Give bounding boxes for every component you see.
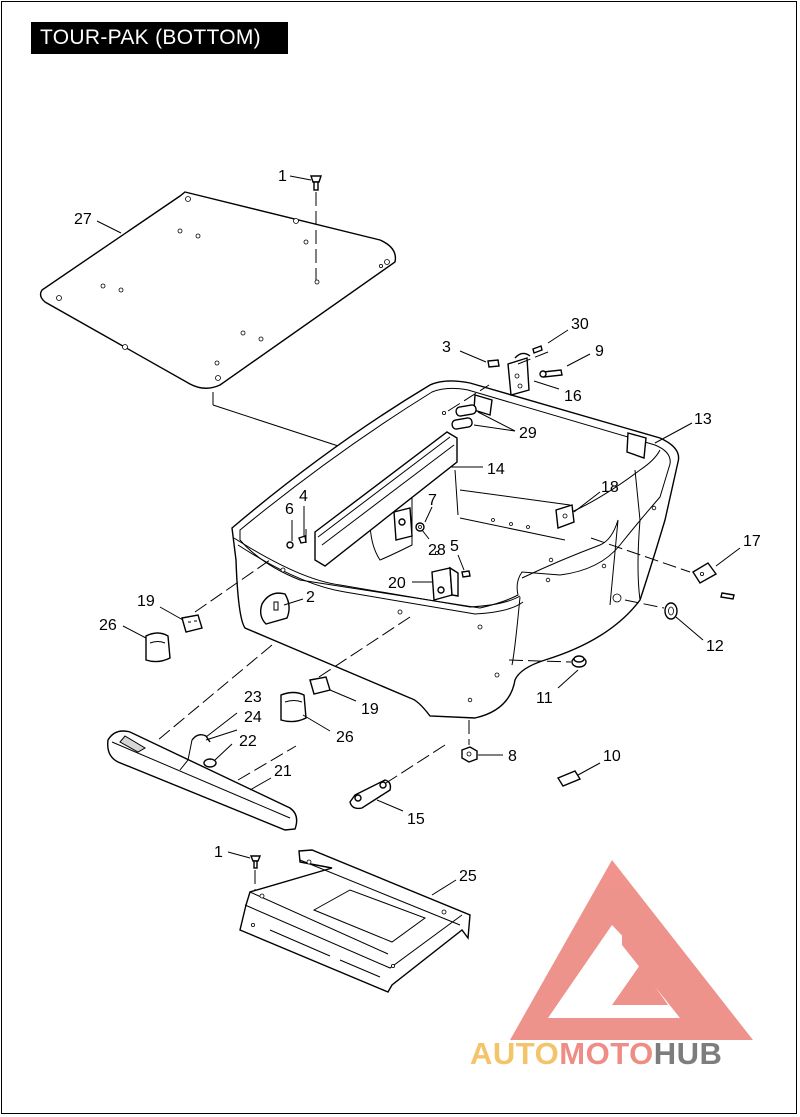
part-14-strip xyxy=(314,431,458,567)
part-25-mount-bracket xyxy=(239,849,471,993)
part-16-hinge xyxy=(487,345,563,396)
assembly-lines xyxy=(157,351,691,784)
watermark-logo xyxy=(510,860,753,1040)
diagram-title: TOUR-PAK (BOTTOM) xyxy=(31,22,288,54)
watermark-hub: HUB xyxy=(653,1036,723,1071)
part-17-bracket xyxy=(692,562,735,600)
part-8-nut xyxy=(461,746,478,763)
callout-13: 13 xyxy=(694,411,712,428)
part-10-clip xyxy=(556,770,582,787)
callout-labels: 1 27 30 3 9 16 29 13 14 6 4 7 28 18 5 20… xyxy=(74,168,761,885)
part-26-latch-cover-lower xyxy=(280,691,307,723)
callout-16: 16 xyxy=(564,388,582,405)
part-15-rail xyxy=(349,779,392,810)
callout-5: 5 xyxy=(450,538,459,555)
callout-1-top: 1 xyxy=(278,168,287,185)
callout-18: 18 xyxy=(601,479,619,496)
callout-24: 24 xyxy=(244,709,262,726)
callout-30: 30 xyxy=(571,316,589,333)
callout-1-bottom: 1 xyxy=(214,844,223,861)
callout-15: 15 xyxy=(407,811,425,828)
part-29-shims xyxy=(451,404,477,430)
callout-11: 11 xyxy=(536,690,553,707)
watermark-moto: MOTO xyxy=(559,1036,654,1071)
part-27-base-plate xyxy=(39,191,397,389)
callout-6: 6 xyxy=(285,501,294,518)
callout-26-upper: 26 xyxy=(99,617,117,634)
part-13-tour-pak-case xyxy=(231,380,680,719)
callout-25: 25 xyxy=(459,868,477,885)
callout-14: 14 xyxy=(487,461,505,478)
callout-17: 17 xyxy=(743,533,761,550)
callout-2: 2 xyxy=(306,589,315,606)
callout-8: 8 xyxy=(508,748,517,765)
part-12-grommet xyxy=(664,602,678,620)
watermark-text: AUTOMOTOHUB xyxy=(470,1036,722,1072)
callout-3: 3 xyxy=(442,339,451,356)
callout-4: 4 xyxy=(299,488,308,505)
callout-10: 10 xyxy=(603,748,621,765)
callout-22: 22 xyxy=(239,733,257,750)
callout-27: 27 xyxy=(74,211,92,228)
callout-7: 7 xyxy=(428,492,437,509)
watermark-auto: AUTO xyxy=(470,1036,560,1071)
part-26-latch-cover-upper xyxy=(145,632,171,663)
callout-9: 9 xyxy=(595,343,604,360)
callout-29: 29 xyxy=(519,425,537,442)
part-20-bracket xyxy=(431,566,471,601)
callout-21: 21 xyxy=(274,763,292,780)
callout-12: 12 xyxy=(706,638,724,655)
callout-26-lower: 26 xyxy=(336,729,354,746)
part-21-light-bar xyxy=(107,730,298,831)
part-19-latch-lower xyxy=(309,676,331,695)
part-19-latch-upper xyxy=(181,614,203,633)
part-11-bumper xyxy=(571,655,587,668)
leader-lines xyxy=(96,175,741,896)
callout-19-lower: 19 xyxy=(361,701,379,718)
callout-19-upper: 19 xyxy=(137,593,155,610)
part-18-bracket xyxy=(555,504,575,529)
part-7-plate xyxy=(393,507,425,541)
part-1-screw-top xyxy=(310,175,322,280)
callout-28: 28 xyxy=(428,542,446,559)
callout-20: 20 xyxy=(388,575,406,592)
part-2-clip xyxy=(259,592,290,625)
callout-23: 23 xyxy=(244,689,262,706)
